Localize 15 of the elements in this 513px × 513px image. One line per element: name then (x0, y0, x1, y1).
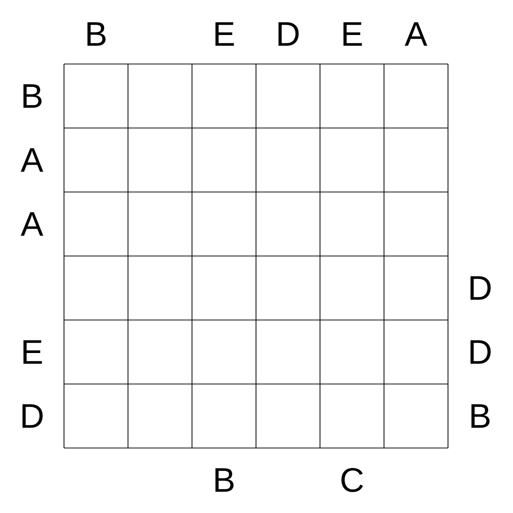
clue-letter: A (20, 212, 44, 236)
clue-letter: E (343, 22, 362, 46)
clue-letter: B (87, 22, 106, 46)
clue-letter: D (22, 404, 43, 428)
clue-letter: A (404, 22, 428, 46)
clue-letter: C (341, 468, 363, 492)
clue-letter: B (23, 84, 42, 108)
clue-letter: B (471, 404, 490, 428)
clue-letter: E (215, 22, 234, 46)
clue-letter: D (470, 276, 491, 300)
clue-letter: D (278, 22, 299, 46)
clue-letter: E (23, 340, 42, 364)
clue-letter: B (215, 468, 234, 492)
clue-letter: D (470, 340, 491, 364)
clue-letter: A (20, 148, 44, 172)
